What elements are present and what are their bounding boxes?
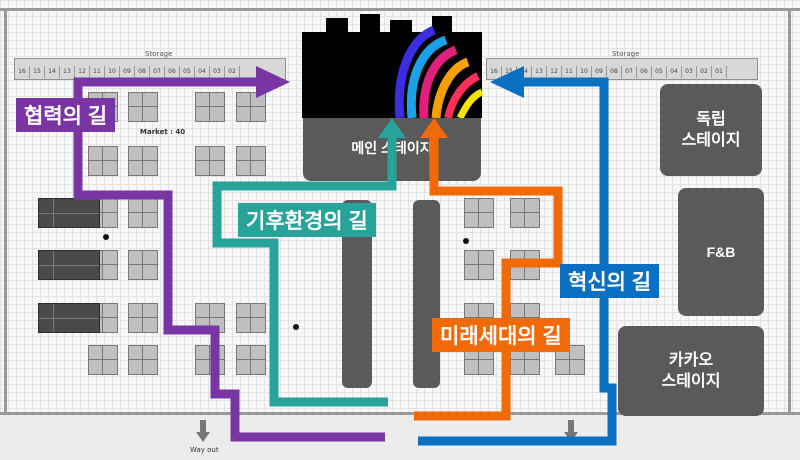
storage-number: 08 (135, 66, 150, 78)
storage-number: 01 (712, 66, 727, 78)
storage-number: 05 (180, 66, 195, 78)
storage-number: 09 (120, 66, 135, 78)
storage-number: 15 (30, 66, 45, 78)
dark-booth (38, 198, 100, 228)
storage-number: 06 (165, 66, 180, 78)
booth (128, 250, 158, 280)
storage-number: 13 (532, 66, 547, 78)
storage-number: 12 (75, 66, 90, 78)
booth (128, 303, 158, 333)
kakao-stage-label: 카카오 스테이지 (661, 352, 721, 390)
route-purple (73, 77, 385, 442)
right-wall (788, 8, 791, 460)
booth (195, 146, 225, 176)
route-orange (414, 136, 563, 421)
route-purple-arrowhead (256, 66, 290, 98)
booth (128, 345, 158, 375)
booth (128, 198, 158, 228)
storage-number: 05 (652, 66, 667, 78)
booth (88, 146, 118, 176)
storage-number: 07 (622, 66, 637, 78)
booth (236, 92, 266, 122)
fnb-label: F&B (706, 243, 736, 260)
bottom-service-area (0, 415, 800, 460)
exit-arrow-icon (196, 420, 210, 442)
marker-dot (463, 238, 469, 244)
storage-number: 10 (105, 66, 120, 78)
storage-number: 03 (682, 66, 697, 78)
kakao-stage: 카카오 스테이지 (618, 326, 764, 416)
route-teal-arrowhead (378, 118, 406, 138)
dark-booth (38, 250, 100, 280)
route-label-orange: 미래세대의 길 (432, 318, 570, 352)
storage-number: 09 (592, 66, 607, 78)
storage-number: 08 (607, 66, 622, 78)
route-label-purple: 협력의 길 (16, 98, 116, 132)
route-label-blue: 혁신의 길 (560, 264, 660, 298)
bottom-wall (0, 412, 800, 415)
market-label: Market : 40 (140, 128, 186, 136)
way-out-label: Way out (190, 446, 219, 454)
booth (510, 198, 540, 228)
storage-number: 11 (562, 66, 577, 78)
storage-number: 11 (90, 66, 105, 78)
booth (88, 345, 118, 375)
storage-title-left: Storage (145, 50, 173, 58)
stage-led-art (302, 14, 484, 118)
storage-number: 04 (667, 66, 682, 78)
booth (128, 92, 158, 122)
storage-number: 10 (577, 66, 592, 78)
storage-number: 16 (15, 66, 30, 78)
indie-stage-label: 독립 스테이지 (681, 111, 741, 149)
booth (464, 250, 494, 280)
route-blue (418, 77, 617, 446)
route-teal (212, 136, 397, 407)
booth (195, 92, 225, 122)
marker-dot (293, 324, 299, 330)
storage-number: 03 (210, 66, 225, 78)
route-blue-arrowhead (490, 66, 524, 98)
storage-number: 16 (487, 66, 502, 78)
booth (236, 146, 266, 176)
top-wall (0, 8, 800, 11)
booth (464, 198, 494, 228)
booth (236, 345, 266, 375)
storage-number: 06 (637, 66, 652, 78)
storage-number: 02 (225, 66, 240, 78)
storage-title-right: Storage (612, 50, 640, 58)
storage-number: 12 (547, 66, 562, 78)
storage-number: 04 (195, 66, 210, 78)
left-wall (4, 8, 7, 460)
marker-dot (103, 234, 109, 240)
booth (236, 303, 266, 333)
storage-number: 02 (697, 66, 712, 78)
route-orange-arrowhead (420, 118, 448, 138)
center-bar-right (413, 200, 440, 388)
storage-number: 13 (60, 66, 75, 78)
storage-number: 07 (150, 66, 165, 78)
route-label-teal: 기후환경의 길 (238, 203, 376, 237)
storage-number: 14 (45, 66, 60, 78)
dark-booth (38, 303, 100, 333)
fnb-zone: F&B (678, 188, 764, 316)
booth (128, 146, 158, 176)
indie-stage: 독립 스테이지 (660, 84, 762, 176)
